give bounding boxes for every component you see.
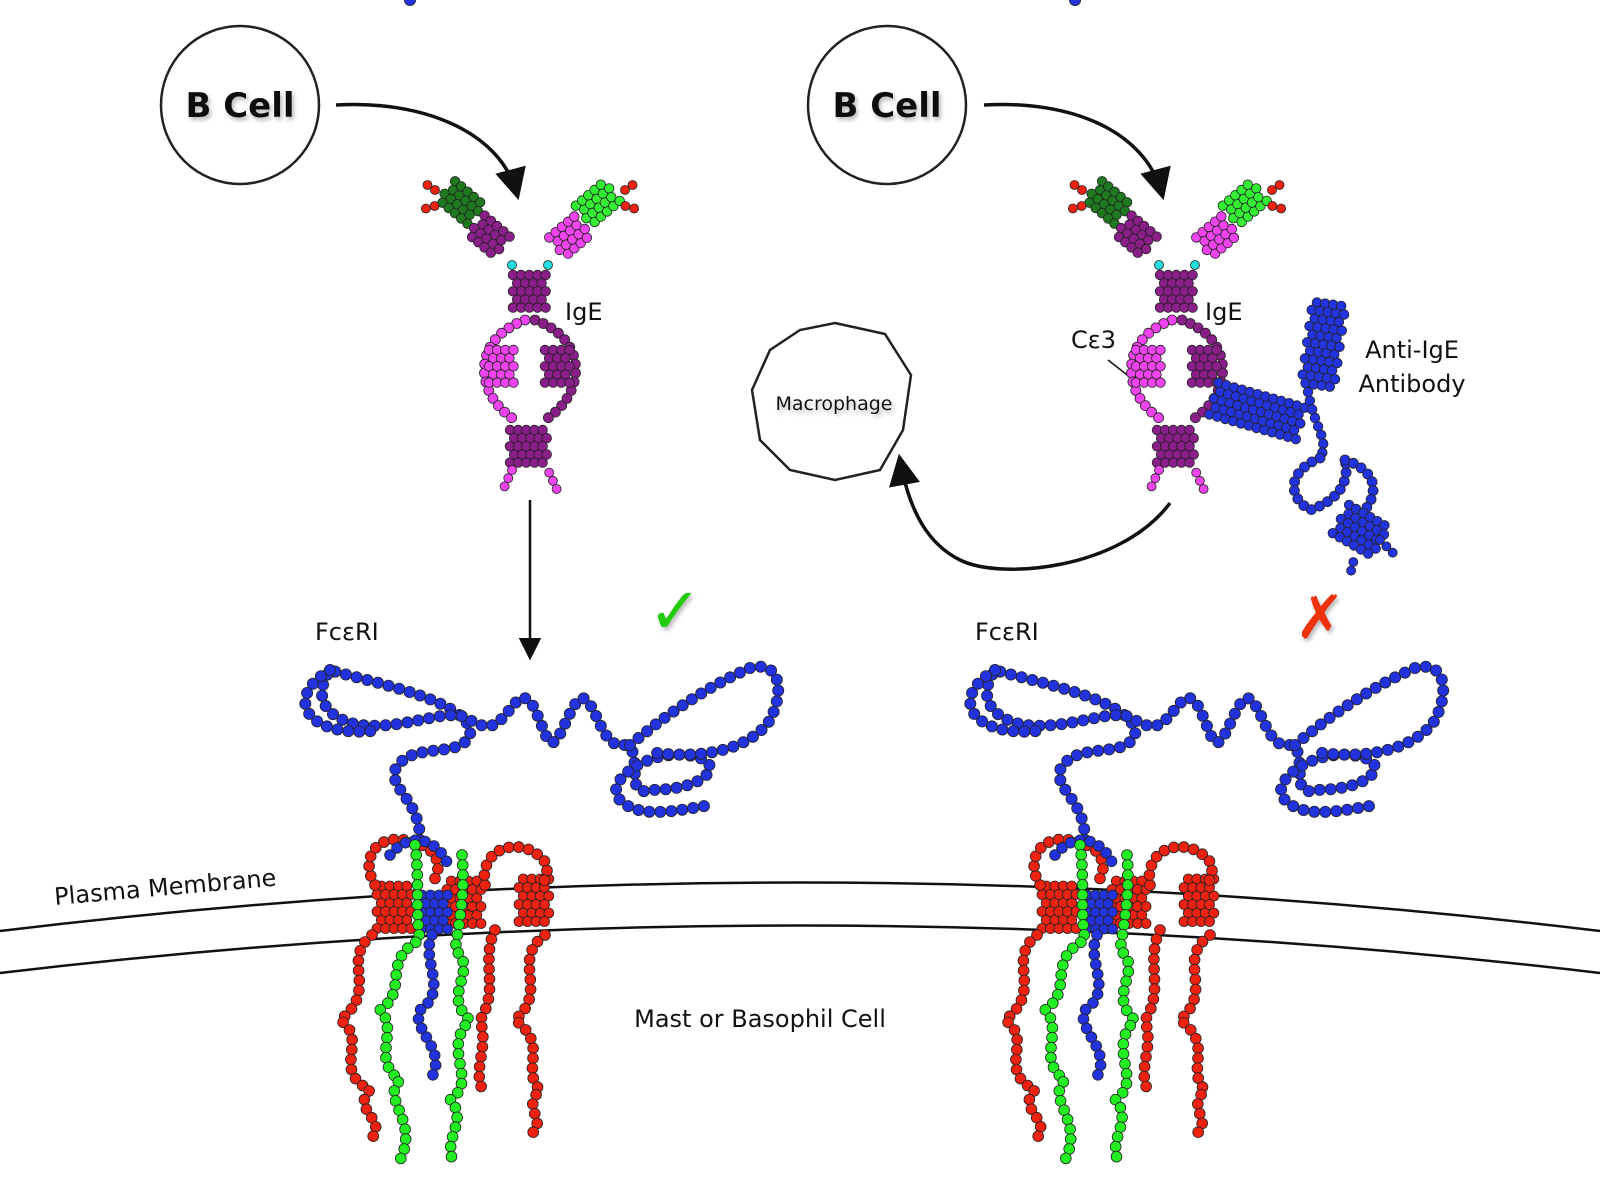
receptor-right-label: FcεRI bbox=[975, 618, 1039, 646]
bcell-left bbox=[159, 24, 321, 186]
arrow-bcell-to-ige-right bbox=[983, 102, 1171, 201]
macrophage bbox=[750, 321, 913, 482]
arrow-bcell-to-ige-left bbox=[335, 102, 526, 201]
ige-right-label: IgE bbox=[1205, 298, 1242, 326]
bcell-right bbox=[806, 24, 968, 186]
bcell-right-label: B Cell bbox=[832, 86, 941, 126]
fceri-receptor-left bbox=[299, 0, 785, 1165]
ige-molecule-left bbox=[420, 176, 639, 494]
ce3-label: Cε3 bbox=[1071, 326, 1116, 354]
check-mark-icon: ✓ bbox=[648, 575, 702, 649]
cross-mark-icon: ✗ bbox=[1295, 583, 1345, 653]
arrow-complex-to-macrophage bbox=[889, 453, 1172, 571]
ige-left-label: IgE bbox=[565, 298, 602, 326]
bcell-left-label: B Cell bbox=[185, 86, 294, 126]
plasma-membrane-label: Plasma Membrane bbox=[53, 864, 277, 911]
anti-ige-antibody bbox=[1204, 297, 1398, 576]
receptor-left-label: FcεRI bbox=[315, 618, 379, 646]
anti-ige-label-1: Anti-IgE bbox=[1365, 336, 1459, 364]
ige-molecule-right bbox=[1068, 176, 1286, 494]
plasma-membrane-outer bbox=[0, 881, 1600, 933]
fceri-receptor-right bbox=[964, 0, 1450, 1165]
cell-label: Mast or Basophil Cell bbox=[634, 1005, 886, 1033]
macrophage-label: Macrophage bbox=[776, 393, 893, 415]
plasma-membrane-inner bbox=[0, 924, 1600, 975]
anti-ige-label-2: Antibody bbox=[1358, 370, 1465, 398]
